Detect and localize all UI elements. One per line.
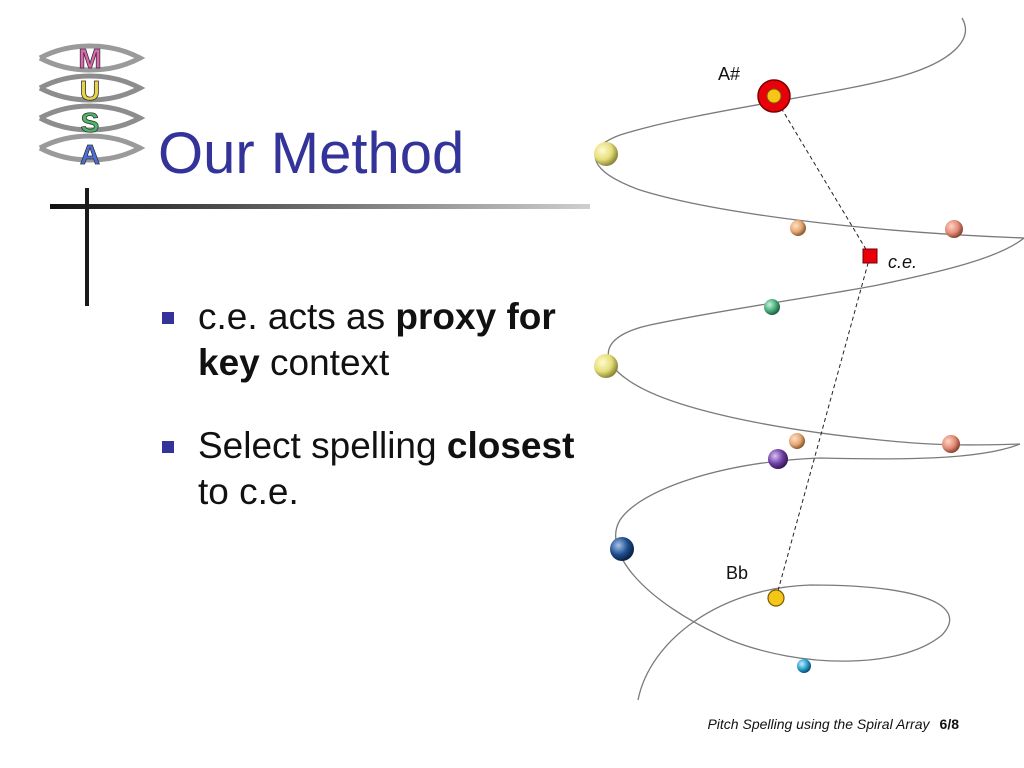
logo-letter: U (80, 75, 100, 106)
bullet-square-icon (162, 312, 174, 324)
note-sphere (594, 142, 618, 166)
note-sphere (594, 354, 618, 378)
note-sphere (790, 220, 806, 236)
bullet-square-icon (162, 441, 174, 453)
spiral-curve (594, 17, 1024, 701)
title-underline (50, 204, 590, 209)
a-sharp-highlight-inner (766, 88, 782, 104)
footer-title: Pitch Spelling using the Spiral Array (707, 716, 930, 732)
label-a-sharp: A# (718, 64, 740, 84)
dashed-line-b-flat (775, 255, 871, 599)
bullet-item: c.e. acts as proxy for key context (158, 294, 578, 386)
bullet-text: Select spelling closest to c.e. (198, 425, 575, 512)
slide-footer: Pitch Spelling using the Spiral Array 6/8 (707, 716, 959, 732)
logo-letter: S (81, 107, 100, 138)
note-sphere (942, 435, 960, 453)
spiral-array-diagram: A# c.e. Bb (594, 17, 1024, 701)
label-center-of-effect: c.e. (888, 252, 917, 272)
note-sphere (610, 537, 634, 561)
logo-letter: A (80, 139, 100, 170)
note-sphere (789, 433, 805, 449)
page-number: 6/8 (939, 716, 959, 732)
note-sphere (768, 449, 788, 469)
bullet-text: c.e. acts as proxy for key context (198, 296, 556, 383)
title-vertical-rule (85, 188, 89, 306)
label-b-flat: Bb (726, 563, 748, 583)
note-sphere (797, 659, 811, 673)
note-sphere (945, 220, 963, 238)
dashed-line-a-sharp (773, 95, 871, 257)
slide-title: Our Method (158, 121, 465, 186)
bullet-item: Select spelling closest to c.e. (158, 423, 578, 515)
b-flat-highlight (767, 589, 785, 607)
logo-letter: M (78, 43, 101, 74)
bullet-list: c.e. acts as proxy for key context Selec… (158, 294, 578, 552)
note-sphere (764, 299, 780, 315)
center-of-effect-marker (862, 248, 878, 264)
musa-logo: M U S A (38, 43, 146, 170)
